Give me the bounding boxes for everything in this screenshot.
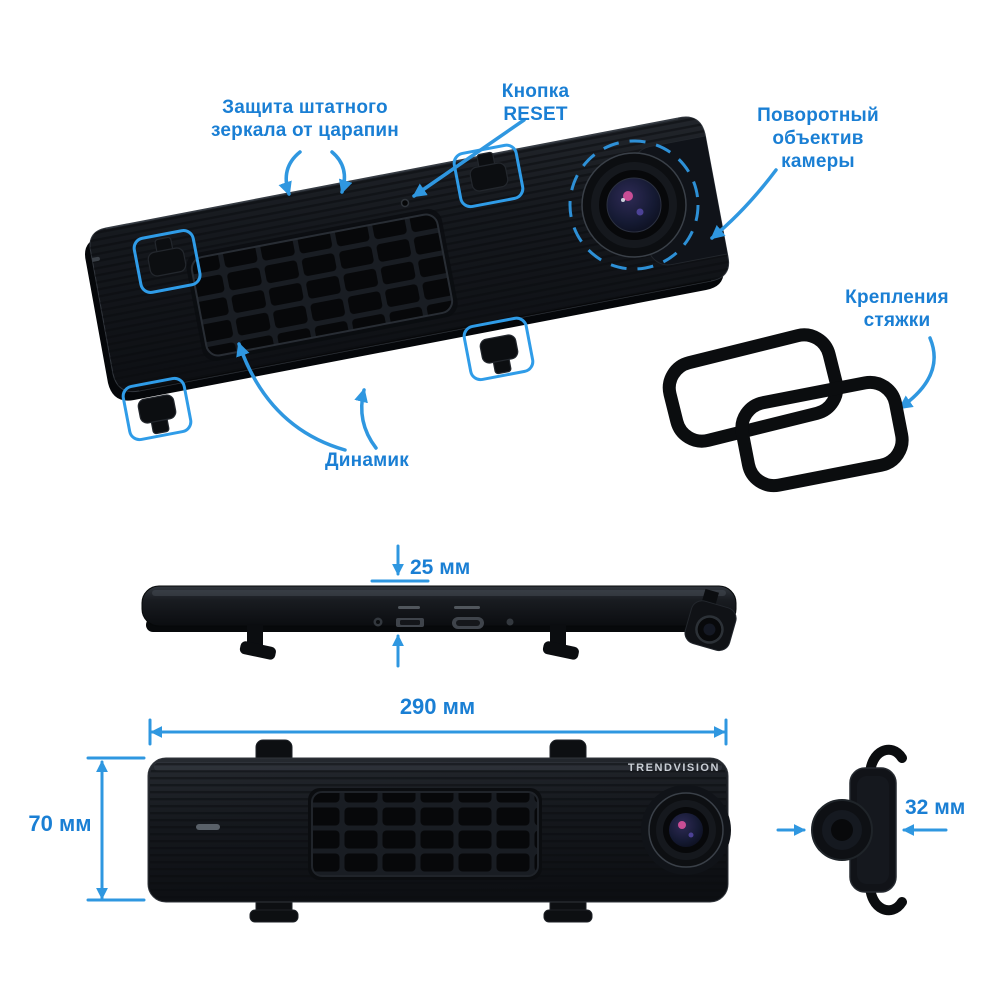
reset-hole (400, 198, 410, 208)
mount-clip-top-middle (469, 151, 509, 192)
clip-highlight-box (462, 316, 535, 382)
camera-lens (581, 152, 687, 258)
top-view-clip-right (542, 624, 579, 660)
arrow-protection-right (330, 150, 353, 195)
dim-height-label: 70 мм (28, 811, 92, 836)
dim-thickness-label: 25 мм (410, 556, 471, 579)
clip-highlight-box (121, 376, 193, 442)
callout-mirror-protection: Защита штатного зеркала от царапин (211, 97, 399, 142)
front-indicator (196, 824, 220, 830)
cable-tie-1 (662, 328, 844, 448)
arrow-speaker-right (354, 387, 378, 450)
callout-rotating-lens: Поворотный объектив камеры (757, 105, 879, 173)
dimension-thickness (370, 544, 430, 668)
callout-arrows (236, 118, 936, 452)
angled-device-view (85, 116, 936, 493)
lens-rotation-dashes (568, 139, 700, 271)
arrow-cable-ties (898, 336, 936, 410)
top-view-camera (684, 588, 737, 652)
clip-highlight-box (132, 229, 202, 294)
front-speaker-grille (308, 788, 542, 880)
mount-clip-top-left (147, 236, 187, 277)
bracket-side-view (811, 744, 907, 916)
callout-speaker: Динамик (325, 450, 409, 471)
speaker-grille (186, 208, 458, 362)
ports (373, 606, 514, 629)
front-lens (641, 785, 731, 875)
dim-width-label: 290 мм (399, 694, 476, 719)
dimension-width (148, 718, 728, 746)
callout-cable-ties: Крепления стяжки (845, 287, 949, 332)
arrow-protection-left (278, 150, 302, 196)
arrow-reset (412, 118, 526, 198)
cable-tie-2 (735, 375, 909, 493)
arrow-speaker-left (236, 342, 347, 452)
brand-label: TRENDVISION (627, 762, 720, 774)
mount-clip-bottom-middle (479, 334, 519, 375)
dimension-height (86, 756, 146, 902)
arrow-lens (710, 168, 778, 240)
top-view-device (141, 544, 737, 668)
top-view-clip-left (239, 624, 276, 660)
front-view-device (86, 718, 731, 923)
dim-depth-label: 32 мм (905, 796, 966, 819)
callout-reset-button: Кнопка RESET (501, 81, 570, 126)
mount-clip-bottom-left (137, 394, 177, 435)
